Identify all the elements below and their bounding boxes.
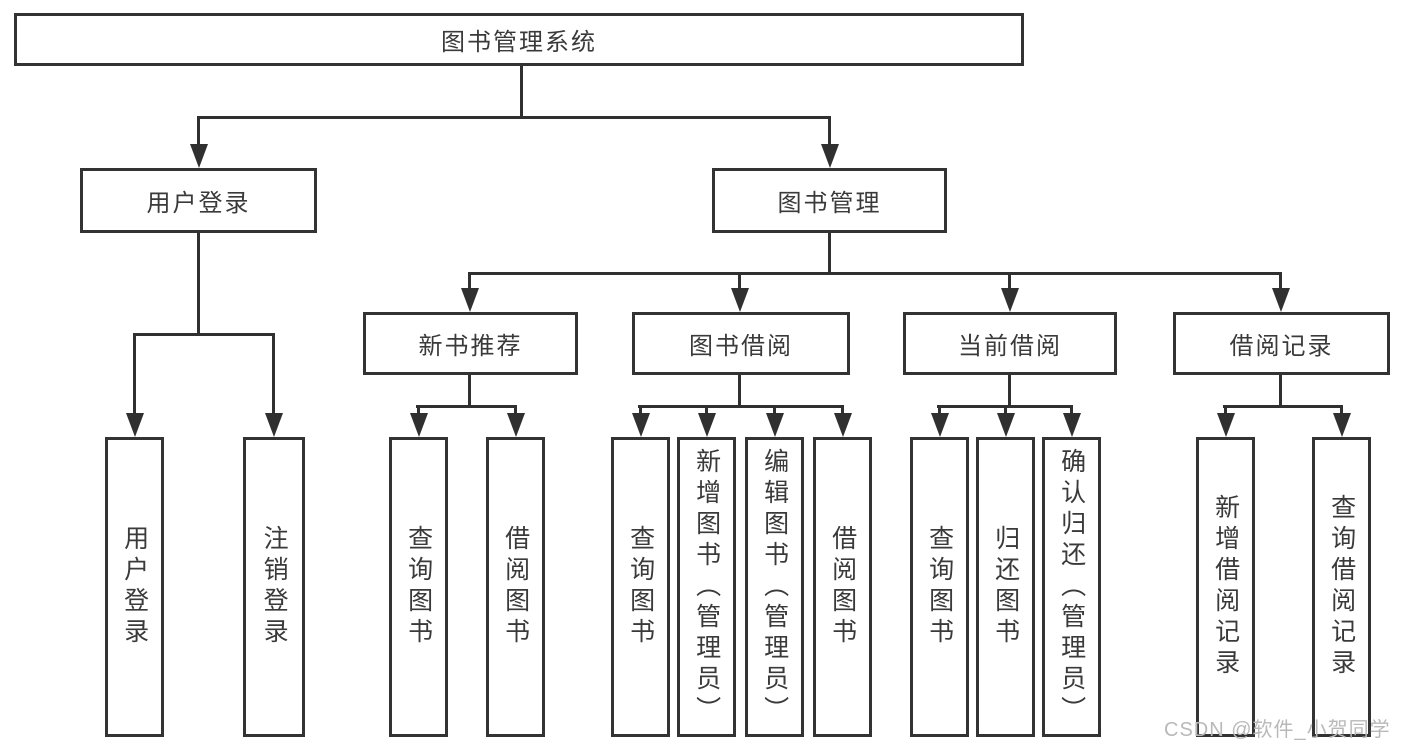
leaf-bb-edit-books-admin: 编辑图书（管理员）: [745, 437, 804, 737]
arrow-down-icon: [997, 413, 1015, 437]
arrow-down-icon: [1217, 413, 1235, 437]
connector-line: [520, 64, 523, 118]
leaf-label: 新增借阅记录: [1211, 494, 1240, 680]
leaf-br-query-record: 查询借阅记录: [1312, 437, 1371, 737]
connector-line: [1223, 405, 1343, 408]
connector-line: [773, 405, 776, 415]
connector-line: [514, 405, 517, 415]
leaf-cb-return-books: 归还图书: [976, 437, 1035, 737]
node-borrow-records: 借阅记录: [1173, 312, 1390, 375]
connector-line: [417, 405, 420, 415]
leaf-label: 用户登录: [120, 525, 149, 649]
leaf-label: 新增图书（管理员）: [692, 447, 721, 727]
leaf-cb-query-books: 查询图书: [910, 437, 969, 737]
arrow-down-icon: [698, 413, 716, 437]
leaf-label: 查询借阅记录: [1327, 494, 1356, 680]
arrow-down-icon: [931, 413, 949, 437]
arrow-down-icon: [507, 413, 525, 437]
arrow-down-icon: [265, 413, 283, 437]
leaf-bb-borrow-books: 借阅图书: [813, 437, 872, 737]
leaf-cb-confirm-return-admin: 确认归还（管理员）: [1042, 437, 1101, 737]
leaf-label: 注销登录: [260, 525, 289, 649]
node-book-borrow: 图书借阅: [632, 312, 850, 375]
arrow-down-icon: [1001, 288, 1019, 312]
node-new-book-recommend: 新书推荐: [363, 312, 578, 375]
connector-line: [272, 333, 275, 415]
connector-line: [828, 231, 831, 274]
leaf-label: 确认归还（管理员）: [1057, 447, 1086, 727]
connector-line: [738, 373, 741, 407]
connector-line: [1279, 272, 1282, 290]
arrow-down-icon: [632, 413, 650, 437]
arrow-down-icon: [1272, 288, 1290, 312]
connector-line: [197, 231, 200, 335]
leaf-nb-borrow-books: 借阅图书: [486, 437, 545, 737]
arrow-down-icon: [821, 144, 839, 168]
watermark: CSDN @软件_小贺同学: [1164, 719, 1391, 741]
arrow-down-icon: [410, 413, 428, 437]
connector-line: [468, 272, 471, 290]
leaf-nb-query-books: 查询图书: [389, 437, 448, 737]
connector-line: [638, 405, 844, 408]
connector-line: [1008, 373, 1011, 407]
connector-line: [197, 116, 200, 146]
connector-line: [1070, 405, 1073, 415]
node-book-management: 图书管理: [712, 168, 947, 233]
connector-line: [468, 373, 471, 407]
leaf-label: 借阅图书: [501, 525, 530, 649]
connector-line: [841, 405, 844, 415]
leaf-label: 查询图书: [404, 525, 433, 649]
leaf-bb-query-books: 查询图书: [611, 437, 670, 737]
node-root: 图书管理系统: [14, 13, 1024, 66]
connector-line: [197, 116, 831, 119]
connector-line: [639, 405, 642, 415]
arrow-down-icon: [1063, 413, 1081, 437]
arrow-down-icon: [766, 413, 784, 437]
leaf-logout: 注销登录: [243, 437, 305, 737]
connector-line: [1279, 373, 1282, 407]
connector-line: [828, 116, 831, 146]
connector-line: [133, 333, 136, 415]
arrow-down-icon: [731, 288, 749, 312]
arrow-down-icon: [126, 413, 144, 437]
node-user-login: 用户登录: [80, 168, 317, 233]
leaf-label: 查询图书: [626, 525, 655, 649]
arrow-down-icon: [834, 413, 852, 437]
node-current-borrow: 当前借阅: [903, 312, 1117, 375]
leaf-bb-add-books-admin: 新增图书（管理员）: [677, 437, 736, 737]
leaf-user-login: 用户登录: [105, 437, 164, 737]
connector-line: [468, 272, 1282, 275]
connector-line: [1004, 405, 1007, 415]
leaf-label: 查询图书: [925, 525, 954, 649]
connector-line: [1008, 272, 1011, 290]
leaf-label: 归还图书: [991, 525, 1020, 649]
leaf-label: 借阅图书: [828, 525, 857, 649]
connector-line: [1340, 405, 1343, 415]
connector-line: [705, 405, 708, 415]
arrow-down-icon: [1333, 413, 1351, 437]
connector-line: [416, 405, 517, 408]
connector-line: [938, 405, 941, 415]
connector-line: [133, 333, 275, 336]
connector-line: [1224, 405, 1227, 415]
arrow-down-icon: [461, 288, 479, 312]
leaf-label: 编辑图书（管理员）: [760, 447, 789, 727]
connector-line: [738, 272, 741, 290]
arrow-down-icon: [190, 144, 208, 168]
leaf-br-add-record: 新增借阅记录: [1196, 437, 1255, 737]
